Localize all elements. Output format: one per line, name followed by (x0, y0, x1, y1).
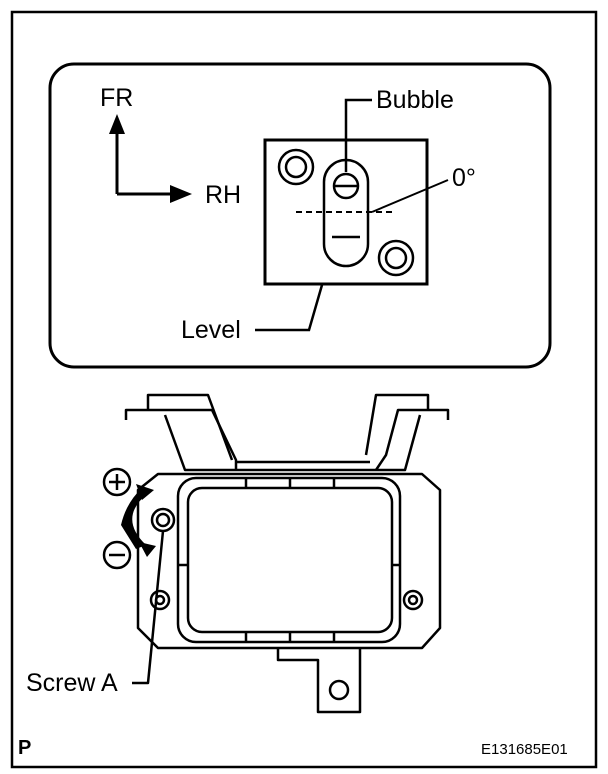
bracket-left-arm (163, 414, 236, 472)
level-mount-hole-lower-inner (384, 246, 408, 270)
minus-circle-icon (102, 540, 132, 570)
side-screw-left (149, 589, 171, 611)
bubble-leader-line (344, 98, 372, 172)
bottom-tab-hole (328, 679, 350, 701)
bracket-right-tab-inner (364, 393, 430, 456)
bubble-label: Bubble (376, 86, 454, 114)
rh-label: RH (205, 181, 242, 209)
level-label: Level (181, 316, 241, 344)
direction-indicator (109, 114, 192, 203)
fr-label: FR (100, 84, 134, 112)
figure-id: E131685E01 (481, 741, 568, 758)
bottom-tab (276, 648, 362, 714)
rh-arrow-head (170, 185, 192, 203)
base-plate (136, 472, 442, 650)
outer-border (10, 10, 598, 769)
level-mount-hole-lower (377, 239, 415, 277)
bracket-left-tab-inner (146, 393, 234, 461)
bracket-right-arm (370, 414, 422, 472)
screw-a-inner (155, 512, 171, 528)
corner-letter: P (18, 737, 32, 759)
level-detail-panel (48, 62, 552, 369)
level-device (255, 98, 449, 332)
level-mount-hole-upper (277, 148, 315, 186)
bracket-right-tab (374, 408, 450, 471)
fr-arrow-head (109, 114, 125, 134)
screw-a-label: Screw A (26, 669, 118, 697)
screw-a-leader-line (132, 530, 165, 685)
zero-leader-line (371, 179, 449, 213)
bracket-assembly (124, 393, 450, 714)
zero-degree-label: 0° (452, 164, 476, 192)
sensor-housing-outer (176, 476, 402, 644)
side-screw-right (402, 589, 424, 611)
level-mount-hole-upper-inner (284, 155, 308, 179)
side-screw-right-inner (407, 594, 419, 606)
bracket-left-tab (124, 408, 238, 470)
screw-a (150, 507, 176, 533)
rotation-arrow-icon (121, 484, 156, 557)
sensor-housing-inner (186, 486, 394, 634)
level-leader-line (255, 284, 324, 332)
plus-circle-icon (102, 467, 132, 497)
